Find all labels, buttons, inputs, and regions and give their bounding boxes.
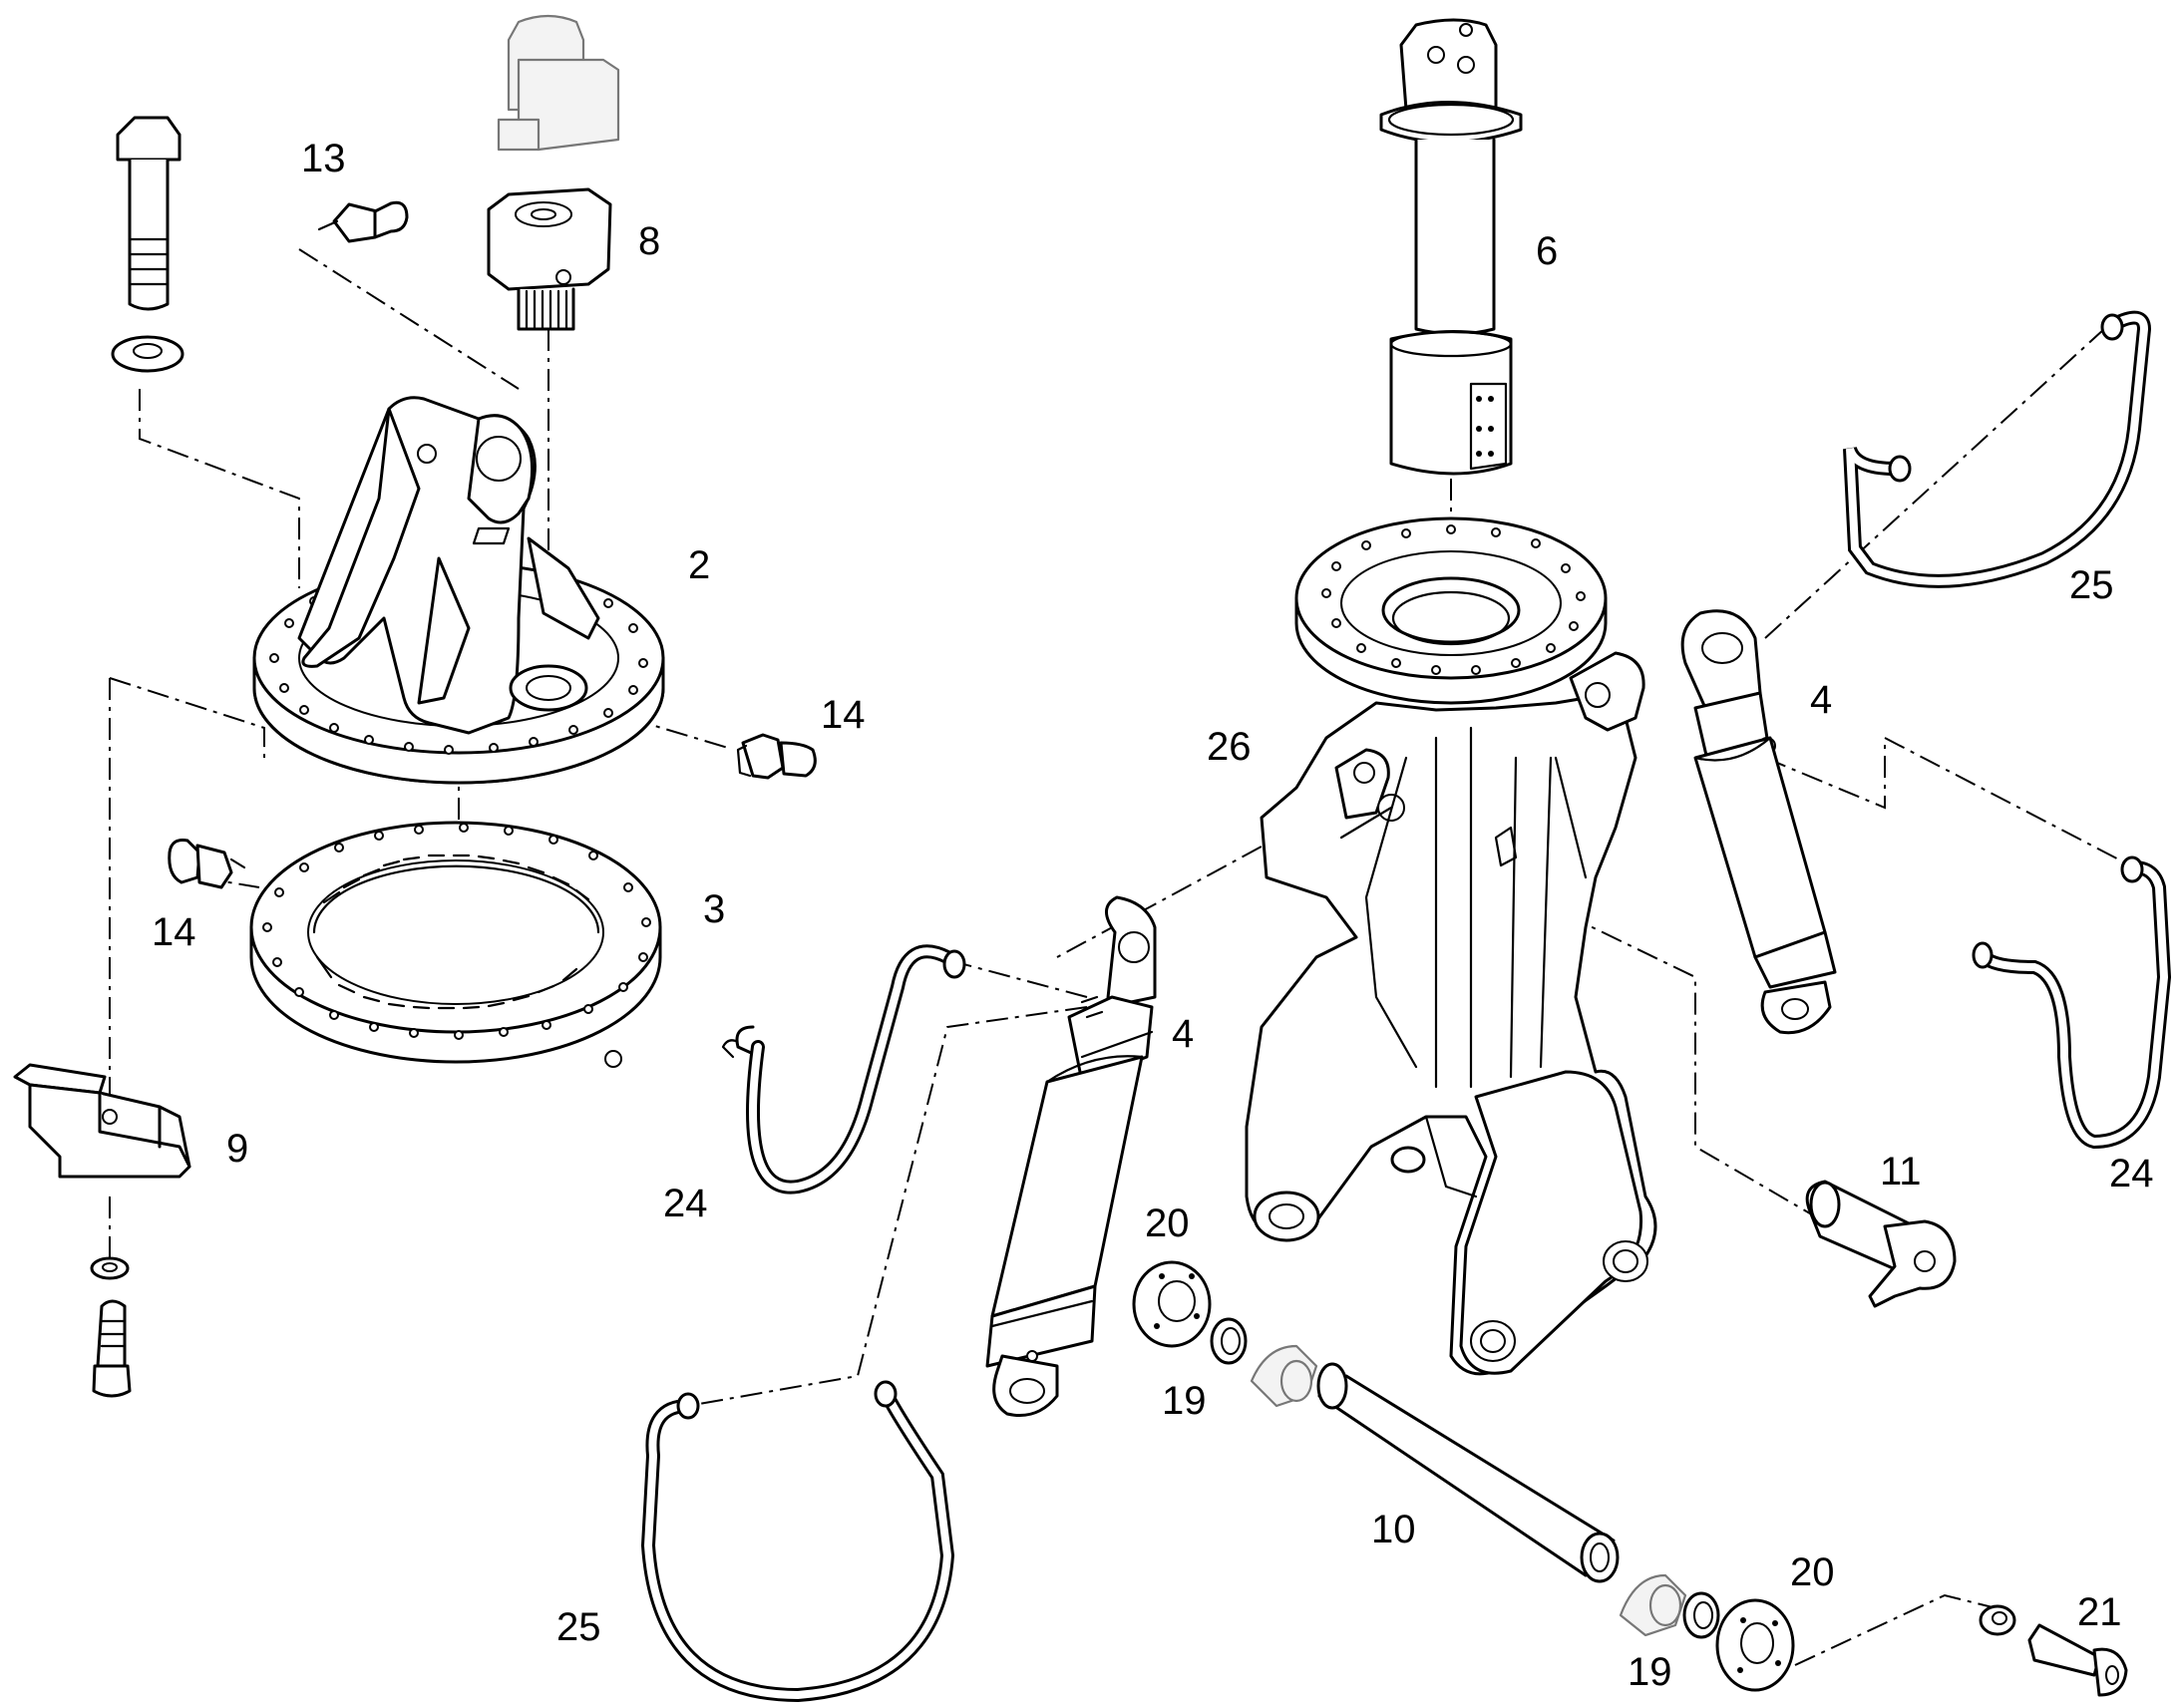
pedestal-frame-26 (1245, 516, 1657, 1376)
seal-ring-19-upper (1210, 1317, 1248, 1365)
hydraulic-cylinder-4-right (1680, 609, 1837, 1035)
grease-nipple-13 (317, 200, 409, 243)
seal-ring-19-lower (1682, 1591, 1720, 1639)
callout-4-left: 4 (1172, 1012, 1194, 1056)
hose-24-left (721, 944, 966, 1195)
callout-8: 8 (638, 219, 660, 263)
swing-drive-gearbox-8 (487, 187, 612, 331)
pin-11 (1805, 1180, 1957, 1308)
bracket-9 (13, 1063, 191, 1179)
callout-26: 26 (1207, 725, 1252, 769)
hex-bolt (116, 116, 182, 311)
washer-bottom (90, 1256, 130, 1280)
hose-25-lower (640, 1380, 955, 1703)
callout-19-upper: 19 (1162, 1379, 1207, 1423)
callout-2: 2 (688, 543, 710, 587)
washer-top (111, 335, 184, 373)
clamp-ghost-upper (1250, 1344, 1318, 1408)
callout-21: 21 (2077, 1590, 2122, 1634)
callout-14-left: 14 (152, 910, 196, 954)
solenoid-valve-ghost (497, 14, 620, 152)
callout-25-upper: 25 (2069, 563, 2114, 607)
callout-24-right: 24 (2109, 1152, 2154, 1196)
end-plate-20-lower (1715, 1598, 1795, 1692)
callout-labels: 2 3 4 4 6 8 9 10 11 13 14 14 19 19 20 20… (152, 137, 2154, 1694)
end-plate-20-upper (1132, 1260, 1212, 1348)
callout-25-lower: 25 (556, 1605, 601, 1649)
hydraulic-cylinder-4-left (985, 895, 1157, 1417)
cap-screw-21 (2027, 1623, 2128, 1697)
callout-6: 6 (1536, 229, 1558, 273)
callout-4-right: 4 (1810, 678, 1832, 722)
grease-nipple-14-right (736, 733, 817, 780)
cap-screw-bottom (92, 1299, 132, 1398)
hose-24-right (1972, 855, 2172, 1150)
washer-21 (1979, 1604, 2016, 1636)
callout-20-lower: 20 (1790, 1550, 1835, 1594)
callout-24-left: 24 (663, 1182, 708, 1225)
callout-11: 11 (1880, 1150, 1922, 1194)
callout-3: 3 (703, 887, 725, 931)
callout-19-lower: 19 (1628, 1650, 1672, 1694)
rotary-joint-6 (1379, 18, 1523, 476)
callout-13: 13 (301, 137, 346, 180)
grease-nipple-14-left (168, 839, 246, 889)
turret-base-2 (252, 396, 665, 785)
long-pin-10 (1316, 1362, 1620, 1583)
hose-25-upper (1843, 310, 2152, 588)
callout-20-upper: 20 (1145, 1201, 1190, 1245)
callout-10: 10 (1371, 1508, 1416, 1551)
callout-9: 9 (226, 1127, 248, 1171)
callout-14-right: 14 (821, 693, 866, 737)
clamp-ghost-lower (1619, 1573, 1687, 1637)
slewing-ring-3 (249, 821, 662, 1068)
